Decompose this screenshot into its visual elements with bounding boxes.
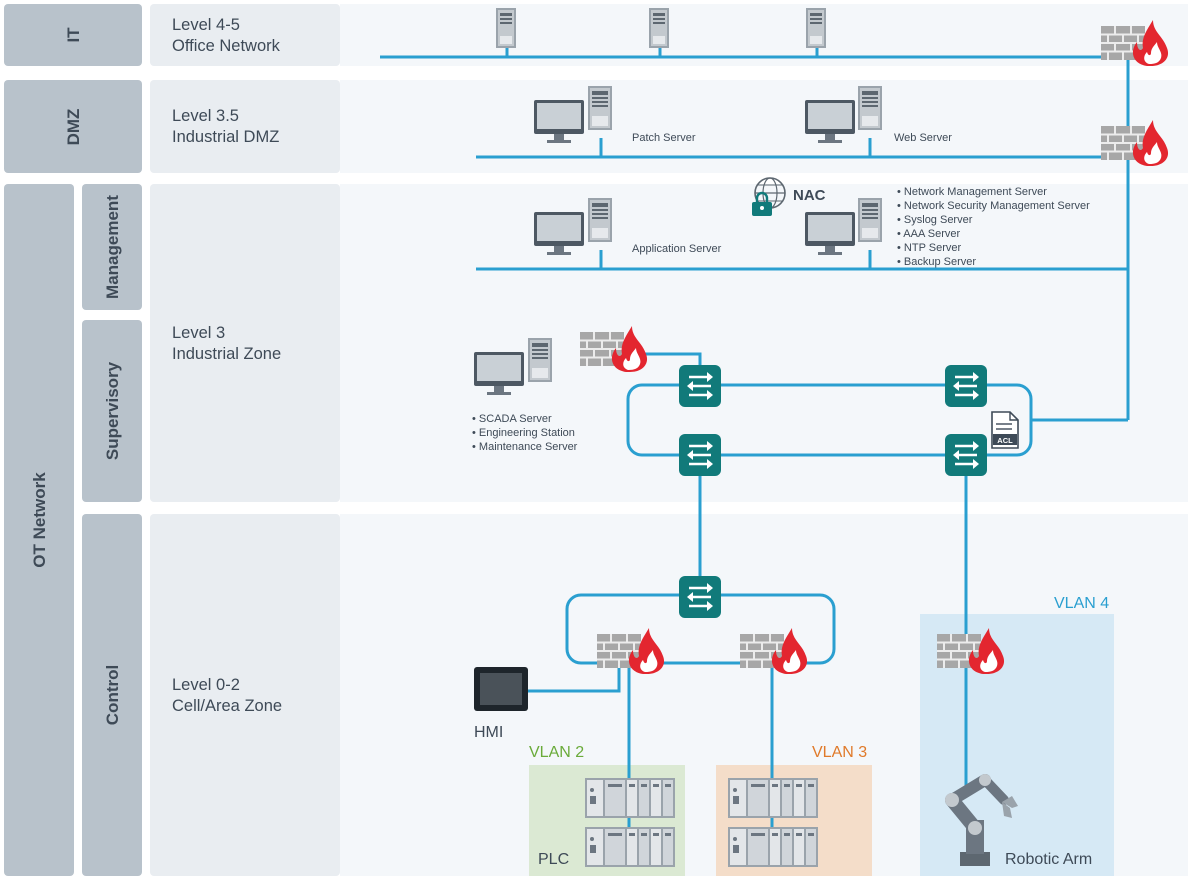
application-server-label: Application Server — [632, 243, 722, 255]
application-server-icon — [588, 198, 612, 242]
ot-network-label: OT Network — [30, 472, 49, 568]
scada-server-icon — [528, 338, 552, 382]
patch-server-icon — [588, 86, 612, 130]
switch-icon — [677, 363, 723, 409]
management-server-list: • Network Management Server • Network Se… — [897, 186, 1090, 268]
mgmt-list-item: • Syslog Server — [897, 214, 973, 226]
hmi-label: HMI — [474, 724, 503, 741]
supervisory-server-list: • SCADA Server • Engineering Station • M… — [472, 413, 578, 453]
nac-globe-lock-icon — [752, 177, 786, 216]
web-server-label: Web Server — [894, 132, 952, 144]
plc-rack-icon — [728, 778, 818, 818]
mgmt-list-item: • Network Management Server — [897, 186, 1047, 198]
plc-label: PLC — [538, 851, 569, 868]
hmi-panel-icon — [474, 667, 528, 711]
switch-icon — [677, 432, 723, 478]
supervisory-side-panel — [82, 320, 142, 502]
mgmt-list-item: • Network Security Management Server — [897, 200, 1090, 212]
office-server-1-icon — [496, 8, 516, 48]
management-server-icon — [858, 198, 882, 242]
level-4-5-title: Level 4-5 — [172, 16, 240, 34]
office-server-3-icon — [806, 8, 826, 48]
level-0-2-subtitle: Cell/Area Zone — [172, 697, 282, 715]
it-side-panel — [4, 4, 142, 66]
plc-rack-icon — [728, 827, 818, 867]
patch-server-label: Patch Server — [632, 132, 696, 144]
level-3-subtitle: Industrial Zone — [172, 345, 281, 363]
web-server-icon — [858, 86, 882, 130]
switch-icon — [943, 432, 989, 478]
level-3-5-title: Level 3.5 — [172, 107, 239, 125]
mgmt-list-item: • NTP Server — [897, 242, 962, 254]
robotic-arm-label: Robotic Arm — [1005, 851, 1092, 868]
acl-document-icon: ACL — [991, 411, 1019, 449]
level-0-2-title: Level 0-2 — [172, 676, 240, 694]
control-label: Control — [103, 665, 122, 725]
vlan4-label: VLAN 4 — [1054, 595, 1109, 612]
network-links — [380, 45, 1130, 840]
control-side-panel — [82, 514, 142, 876]
dmz-side-panel — [4, 80, 142, 173]
level-4-5-subtitle: Office Network — [172, 37, 281, 55]
robotic-arm-icon — [945, 774, 1018, 866]
switch-icon — [677, 574, 723, 620]
acl-label: ACL — [997, 436, 1013, 445]
dmz-label: DMZ — [64, 109, 83, 146]
level-3-title: Level 3 — [172, 324, 225, 342]
mgmt-list-item: • AAA Server — [897, 228, 960, 240]
office-server-2-icon — [649, 8, 669, 48]
plc-rack-icon — [585, 778, 675, 818]
nac-label: NAC — [793, 187, 826, 204]
plc-rack-icon — [585, 827, 675, 867]
ot-network-side-panel — [4, 184, 74, 876]
switch-icon — [943, 363, 989, 409]
vlan3-label: VLAN 3 — [812, 744, 867, 761]
vlan2-label: VLAN 2 — [529, 744, 584, 761]
management-side-panel — [82, 184, 142, 310]
management-label: Management — [103, 195, 122, 299]
supervisory-list-item: • Maintenance Server — [472, 441, 578, 453]
it-label: IT — [64, 27, 83, 43]
supervisory-list-item: • Engineering Station — [472, 427, 575, 439]
supervisory-label: Supervisory — [103, 361, 122, 460]
level-3-5-subtitle: Industrial DMZ — [172, 128, 279, 146]
mgmt-list-item: • Backup Server — [897, 256, 976, 268]
supervisory-list-item: • SCADA Server — [472, 413, 552, 425]
